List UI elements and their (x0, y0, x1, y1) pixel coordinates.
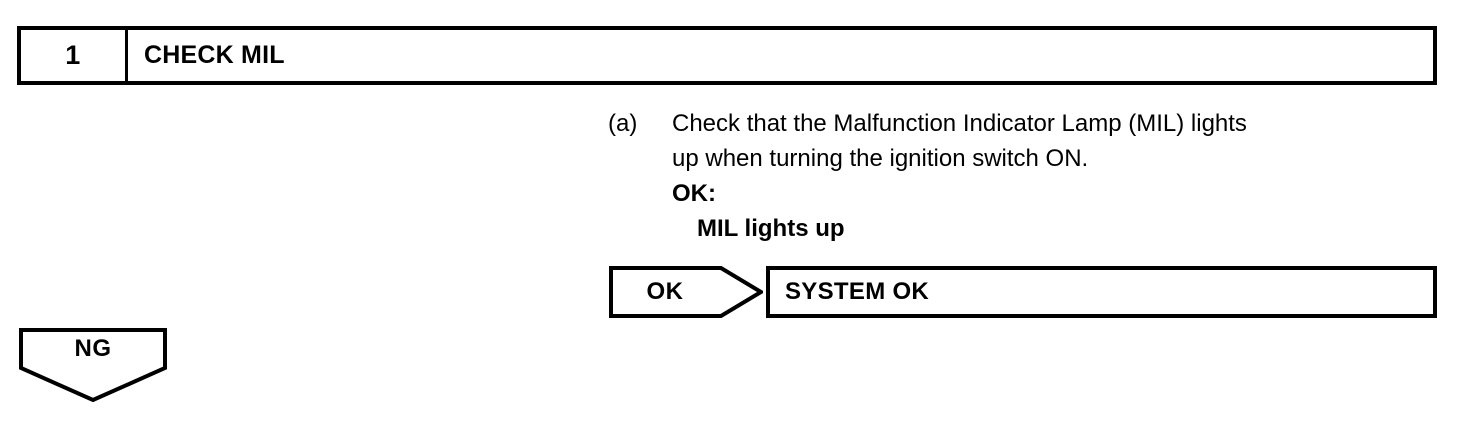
ok-criteria-value: MIL lights up (697, 215, 845, 242)
instruction-row: (a) Check that the Malfunction Indicator… (608, 106, 1448, 246)
step-number: 1 (65, 40, 81, 70)
instruction-line: Check that the Malfunction Indicator Lam… (672, 110, 1247, 137)
step-title: CHECK MIL (144, 41, 285, 69)
step-title-cell: CHECK MIL (128, 30, 1433, 81)
step-header-bar: 1 CHECK MIL (17, 26, 1437, 85)
ok-criteria-label: OK: (672, 180, 716, 207)
ng-result-flag: NG (19, 328, 167, 402)
ng-flag-label: NG (74, 335, 112, 362)
system-ok-label: SYSTEM OK (785, 278, 930, 305)
instruction-line: up when turning the ignition switch ON. (672, 145, 1089, 172)
ng-flag-pentagon-icon (19, 328, 167, 402)
instruction-marker: (a) (608, 110, 638, 137)
step-number-cell: 1 (21, 30, 128, 81)
ok-flag-label: OK (646, 278, 684, 305)
instruction-block: (a) Check that the Malfunction Indicator… (608, 106, 1448, 246)
ok-flag-arrow-icon (609, 266, 763, 318)
instruction-body: Check that the Malfunction Indicator Lam… (672, 106, 1448, 246)
ok-result-flag: OK (609, 266, 763, 318)
system-ok-box: SYSTEM OK (766, 266, 1437, 318)
